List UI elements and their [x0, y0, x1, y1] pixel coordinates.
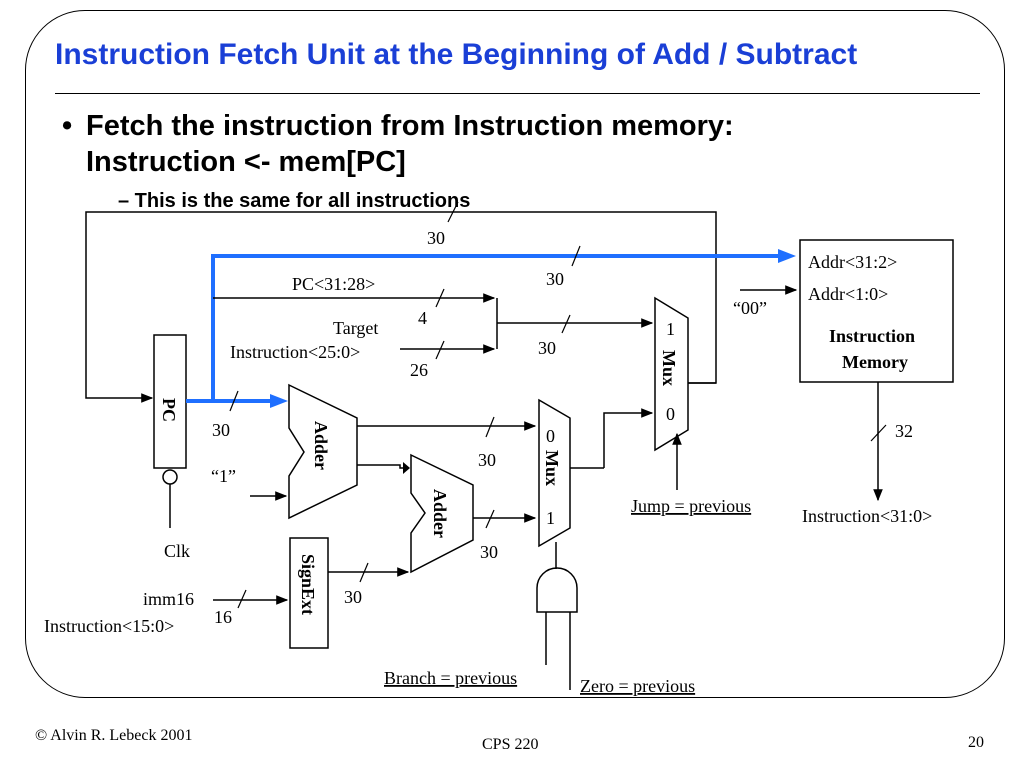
mux-middle-label: Mux	[542, 450, 562, 486]
w4-label: 4	[418, 308, 427, 328]
signext-block	[289, 537, 329, 649]
adder-bottom	[410, 453, 474, 574]
mux-middle-input-1: 1	[546, 508, 555, 528]
w16-label: 16	[214, 607, 232, 627]
sub-bullet: – This is the same for all instructions	[118, 190, 471, 212]
concat-width-tick	[561, 314, 571, 334]
pc-to-mem-arrowhead	[778, 249, 796, 263]
w16-tick	[237, 589, 247, 609]
and-gate	[536, 567, 578, 613]
imm16-label-line2: Instruction<15:0>	[44, 616, 174, 636]
adder2-width-tick	[485, 509, 495, 529]
signext-label: SignExt	[298, 554, 318, 615]
signext-width-tick	[359, 562, 369, 583]
pc-mem-width-tick	[571, 245, 581, 267]
w26-tick	[435, 340, 445, 360]
mux-right	[654, 296, 689, 452]
const-1-label: “1”	[211, 466, 236, 486]
pc-mem-width-label: 30	[546, 269, 564, 289]
mux-right-input-0: 0	[666, 404, 675, 424]
mux-middle-input-0: 0	[546, 426, 555, 446]
slide-frame	[25, 10, 1005, 698]
instr-out-label: Instruction<31:0>	[802, 506, 932, 526]
footer-copyright: © Alvin R. Lebeck 2001	[35, 727, 193, 744]
w4-tick	[435, 288, 445, 308]
imem-name-line2: Memory	[842, 352, 908, 372]
footer-page-number: 20	[968, 734, 984, 751]
feedback-width-tick	[447, 201, 459, 223]
bullet-dot-icon: •	[62, 110, 73, 142]
concat-wires	[213, 293, 654, 354]
adder2-width-label: 30	[480, 542, 498, 562]
adder-top-out-wires	[357, 421, 537, 469]
imem-name-line1: Instruction	[829, 326, 915, 346]
branch-label: Branch = previous	[384, 668, 517, 688]
clk-label: Clk	[164, 541, 190, 561]
adder-top-label: Adder	[311, 421, 331, 470]
zero-label: Zero = previous	[580, 676, 695, 696]
adder-top-to-adder-bottom-arrowhead	[403, 462, 410, 474]
pc-highlight-path	[186, 254, 780, 403]
pc-label: PC	[159, 398, 179, 422]
bullet-line-1: Fetch the instruction from Instruction m…	[86, 110, 734, 142]
target-label-line1: Target	[333, 318, 378, 338]
pc-clock-bubble	[162, 469, 178, 485]
w32-label: 32	[895, 421, 913, 441]
w32-tick	[870, 424, 887, 442]
concat-width-label: 30	[538, 338, 556, 358]
title-divider	[55, 93, 980, 94]
signext-width-label: 30	[344, 587, 362, 607]
mux-right-input-1: 1	[666, 319, 675, 339]
bullet-line-2: Instruction <- mem[PC]	[86, 146, 406, 178]
imem-addr-hi: Addr<31:2>	[808, 252, 897, 272]
jump-label: Jump = previous	[631, 496, 751, 516]
slide-title: Instruction Fetch Unit at the Beginning …	[55, 38, 858, 71]
adder-out-width-tick	[485, 416, 495, 438]
mux-right-wires	[603, 382, 716, 490]
imm16-label-line1: imm16	[143, 589, 194, 609]
const-00-label: “00”	[733, 298, 767, 318]
adder-top	[288, 383, 358, 520]
instruction-memory	[799, 239, 954, 383]
pc-adder-width-tick	[229, 390, 239, 412]
mux-right-label: Mux	[659, 350, 679, 386]
pc-adder-width-label: 30	[212, 420, 230, 440]
target-label-line2: Instruction<25:0>	[230, 342, 360, 362]
mux-middle	[538, 398, 571, 548]
feedback-width-label: 30	[427, 228, 445, 248]
bullet-text: Fetch the instruction from Instruction m…	[86, 108, 734, 180]
imem-addr-lo: Addr<1:0>	[808, 284, 888, 304]
w26-label: 26	[410, 360, 428, 380]
adder-bottom-label: Adder	[430, 489, 450, 538]
footer-course: CPS 220	[482, 736, 539, 753]
pc-to-adder-arrowhead	[270, 394, 288, 408]
pc-high-bits-label: PC<31:28>	[292, 274, 375, 294]
adder-out-width-label: 30	[478, 450, 496, 470]
